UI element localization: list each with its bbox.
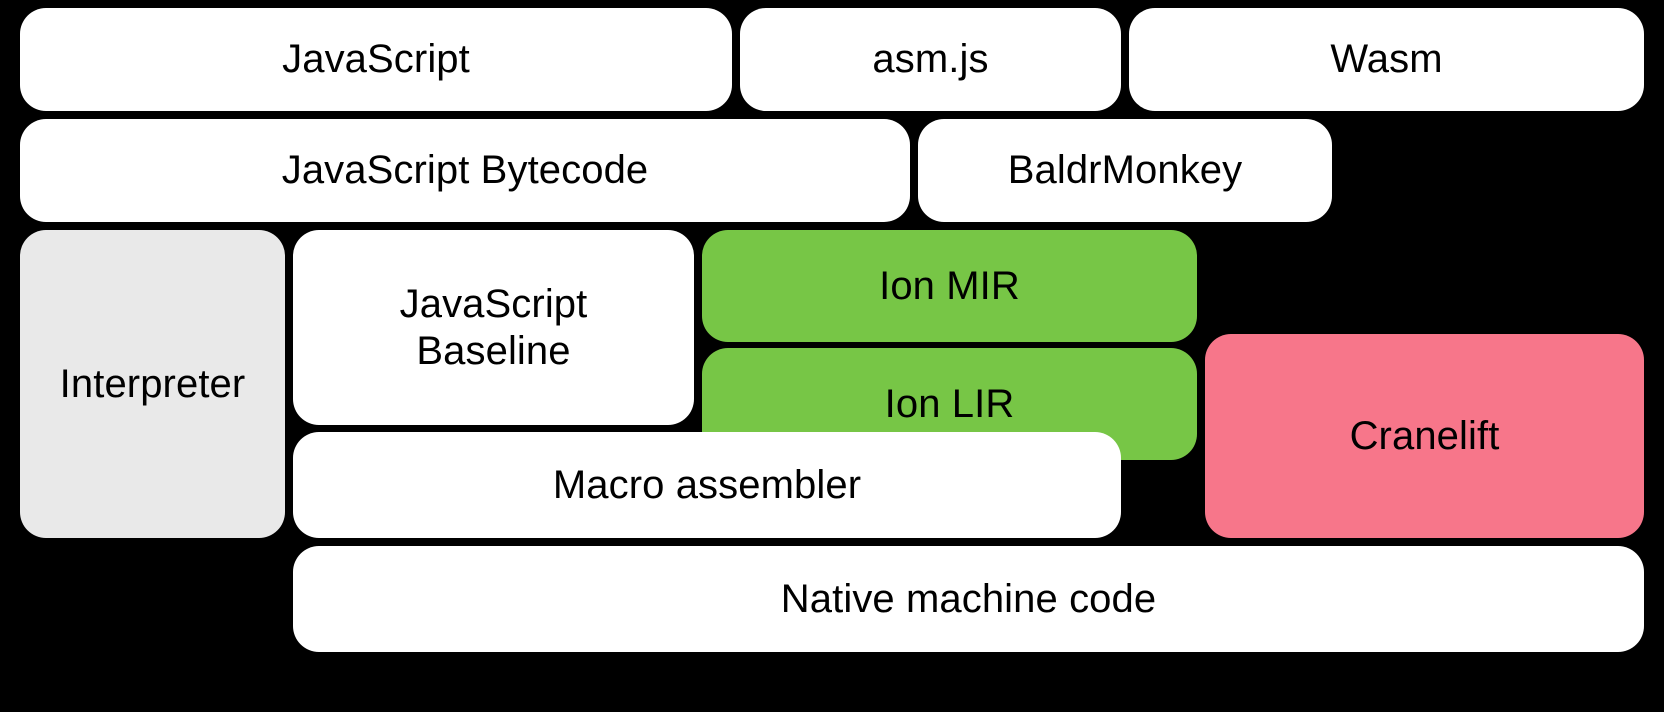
- node-javascript-baseline: JavaScript Baseline: [293, 230, 694, 425]
- node-wasm: Wasm: [1129, 8, 1644, 111]
- node-baldrmonkey: BaldrMonkey: [918, 119, 1332, 222]
- node-cranelift: Cranelift: [1205, 334, 1644, 538]
- node-javascript: JavaScript: [20, 8, 732, 111]
- node-asmjs: asm.js: [740, 8, 1121, 111]
- node-javascript-bytecode: JavaScript Bytecode: [20, 119, 910, 222]
- node-interpreter: Interpreter: [20, 230, 285, 538]
- node-native-machine-code: Native machine code: [293, 546, 1644, 652]
- node-macro-assembler: Macro assembler: [293, 432, 1121, 538]
- node-ion-mir: Ion MIR: [702, 230, 1197, 342]
